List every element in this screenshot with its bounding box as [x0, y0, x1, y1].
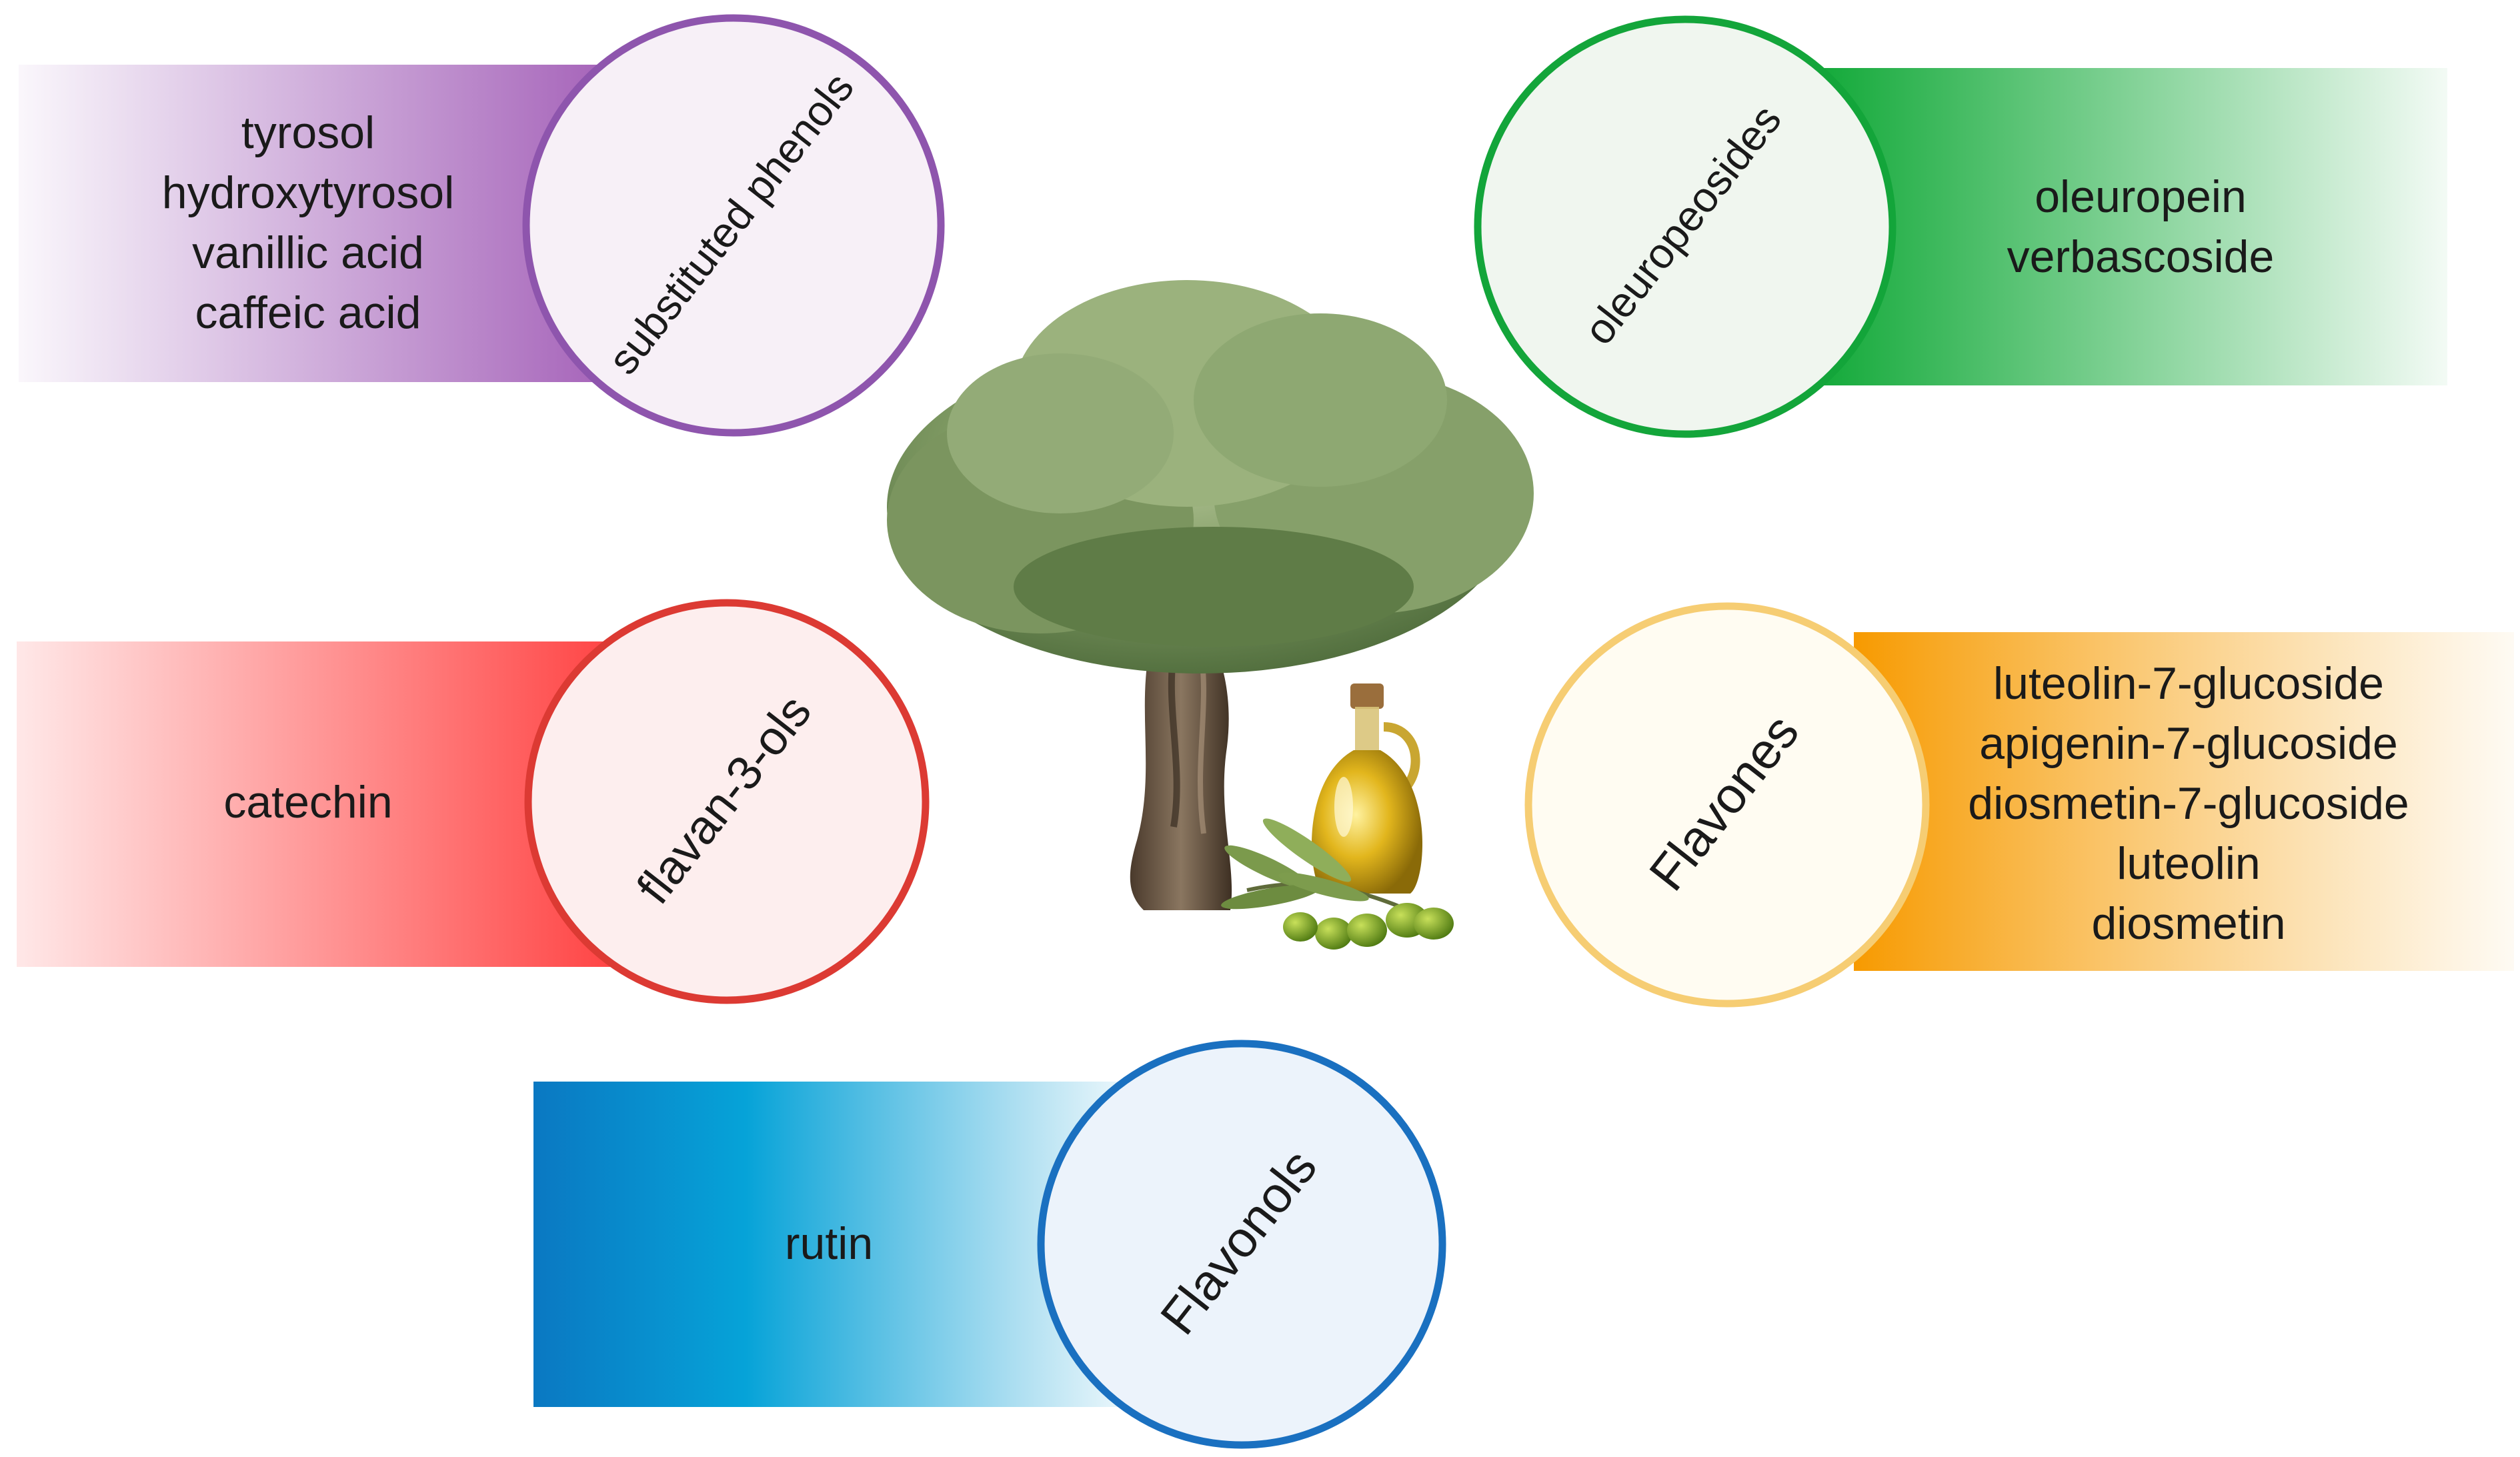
flavonols-circle: [1037, 1040, 1446, 1449]
oleuropeosides-banner: [1807, 68, 2447, 385]
substituted-phenols-compound: vanillic acid: [192, 227, 424, 278]
flavones-circle: [1524, 602, 1930, 1008]
oleuropeosides-compound: oleuropein: [2035, 171, 2247, 222]
substituted-phenols-compound: caffeic acid: [195, 287, 421, 338]
olive-tree-icon: [887, 280, 1534, 910]
flavones-compound: luteolin: [2117, 838, 2261, 889]
oleuropeosides-compound: verbascoside: [2007, 231, 2275, 282]
substituted-phenols-circle: [522, 14, 945, 437]
flavones-compound: luteolin-7-glucoside: [1993, 658, 2384, 709]
olive-oil-bottle-icon: [1311, 683, 1423, 894]
flavones-compound: diosmetin-7-glucoside: [1968, 778, 2409, 829]
substituted-phenols-compound: hydroxytyrosol: [162, 167, 454, 218]
flavones-compound: diosmetin: [2091, 898, 2285, 949]
flavan-3-ols-compound: catechin: [223, 777, 392, 828]
flavones-banner: [1854, 632, 2514, 971]
olive-branch-icon: [1221, 818, 1454, 950]
oleuropeosides-circle: [1474, 15, 1897, 438]
group-flavan-3-ols: flavan-3-ols catechin: [17, 599, 930, 1004]
group-substituted-phenols: substituted phenols tyrosol hydroxytyros…: [19, 14, 945, 437]
flavan-3-ols-circle: [524, 599, 930, 1004]
group-flavonols: Flavonols rutin: [533, 1040, 1446, 1449]
group-flavones: Flavones luteolin-7-glucoside apigenin-7…: [1524, 602, 2514, 1008]
substituted-phenols-compound: tyrosol: [241, 107, 375, 158]
flavones-compound: apigenin-7-glucoside: [1979, 718, 2398, 769]
flavonols-compound: rutin: [785, 1218, 873, 1269]
group-oleuropeosides: oleuropeosides oleuropein verbascoside: [1474, 15, 2447, 438]
